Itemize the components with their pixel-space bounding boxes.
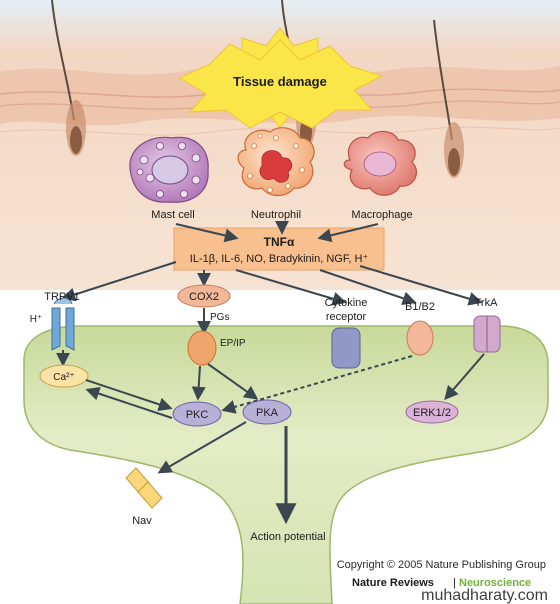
tnf-mediator-box: TNFα IL-1β, IL-6, NO, Bradykinin, NGF, H… [173,227,385,271]
mast-cell [129,136,209,203]
mediator-to-receptor-arrows [61,261,483,306]
erk-label: ERK1/2 [413,407,451,419]
mediator-list-label: IL-1β, IL-6, NO, Bradykinin, NGF, H⁺ [190,253,369,265]
pkc-node [172,401,222,427]
pka-node [242,399,292,425]
cytokine-receptor [331,327,361,369]
cox2-enzyme [177,284,231,308]
pka-label: PKA [256,407,279,419]
proton-label: H⁺ [30,314,43,325]
b1-b2-label: B1/B2 [405,301,435,313]
pkc-label: PKC [186,409,209,421]
tnf-alpha-label: TNFα [264,235,295,249]
trpv1-channel [51,297,75,351]
cytokine-receptor-label: receptor [326,311,367,323]
hair-follicle-right [433,19,464,178]
trka-label: TrkA [475,297,498,309]
ep-ip-label: EP/IP [220,338,246,349]
erk-node [405,400,459,424]
mast-cell-label: Mast cell [151,209,194,221]
cytokine-label: Cytokine [325,297,368,309]
prostaglandins-label: PGs [210,312,229,323]
neutrophil-label: Neutrophil [251,209,301,221]
copyright-text: Copyright © 2005 Nature Publishing Group [337,559,546,571]
b1-b2-receptor [406,320,434,356]
ep-ip-receptor [187,330,217,366]
action-potential-label: Action potential [250,531,325,543]
calcium-node [39,364,89,388]
journal-credit: Nature Reviews | Neuroscience [352,577,531,589]
watermark-text: muhadharaty.com [421,587,548,604]
intracellular-arrows [85,353,485,474]
macrophage-cell [343,130,417,196]
cell-to-mediator-arrows [175,220,379,243]
macrophage-label: Macrophage [351,209,412,221]
cox2-label: COX2 [189,291,219,303]
tissue-damage-label: Tissue damage [233,74,327,89]
b1b2-to-pkc-dashed-arrow [221,355,413,414]
trpv1-label: TRPV1 [44,291,79,303]
journal-name: Nature Reviews [352,577,434,589]
journal-separator: | [453,577,456,589]
neutrophil-cell [237,127,315,197]
calcium-label: Ca²⁺ [53,372,74,383]
hair-follicle-left [51,0,86,156]
nav-channel [125,467,163,509]
journal-section: Neuroscience [459,577,531,589]
trka-receptor [473,315,501,353]
nav-label: Nav [132,515,152,527]
